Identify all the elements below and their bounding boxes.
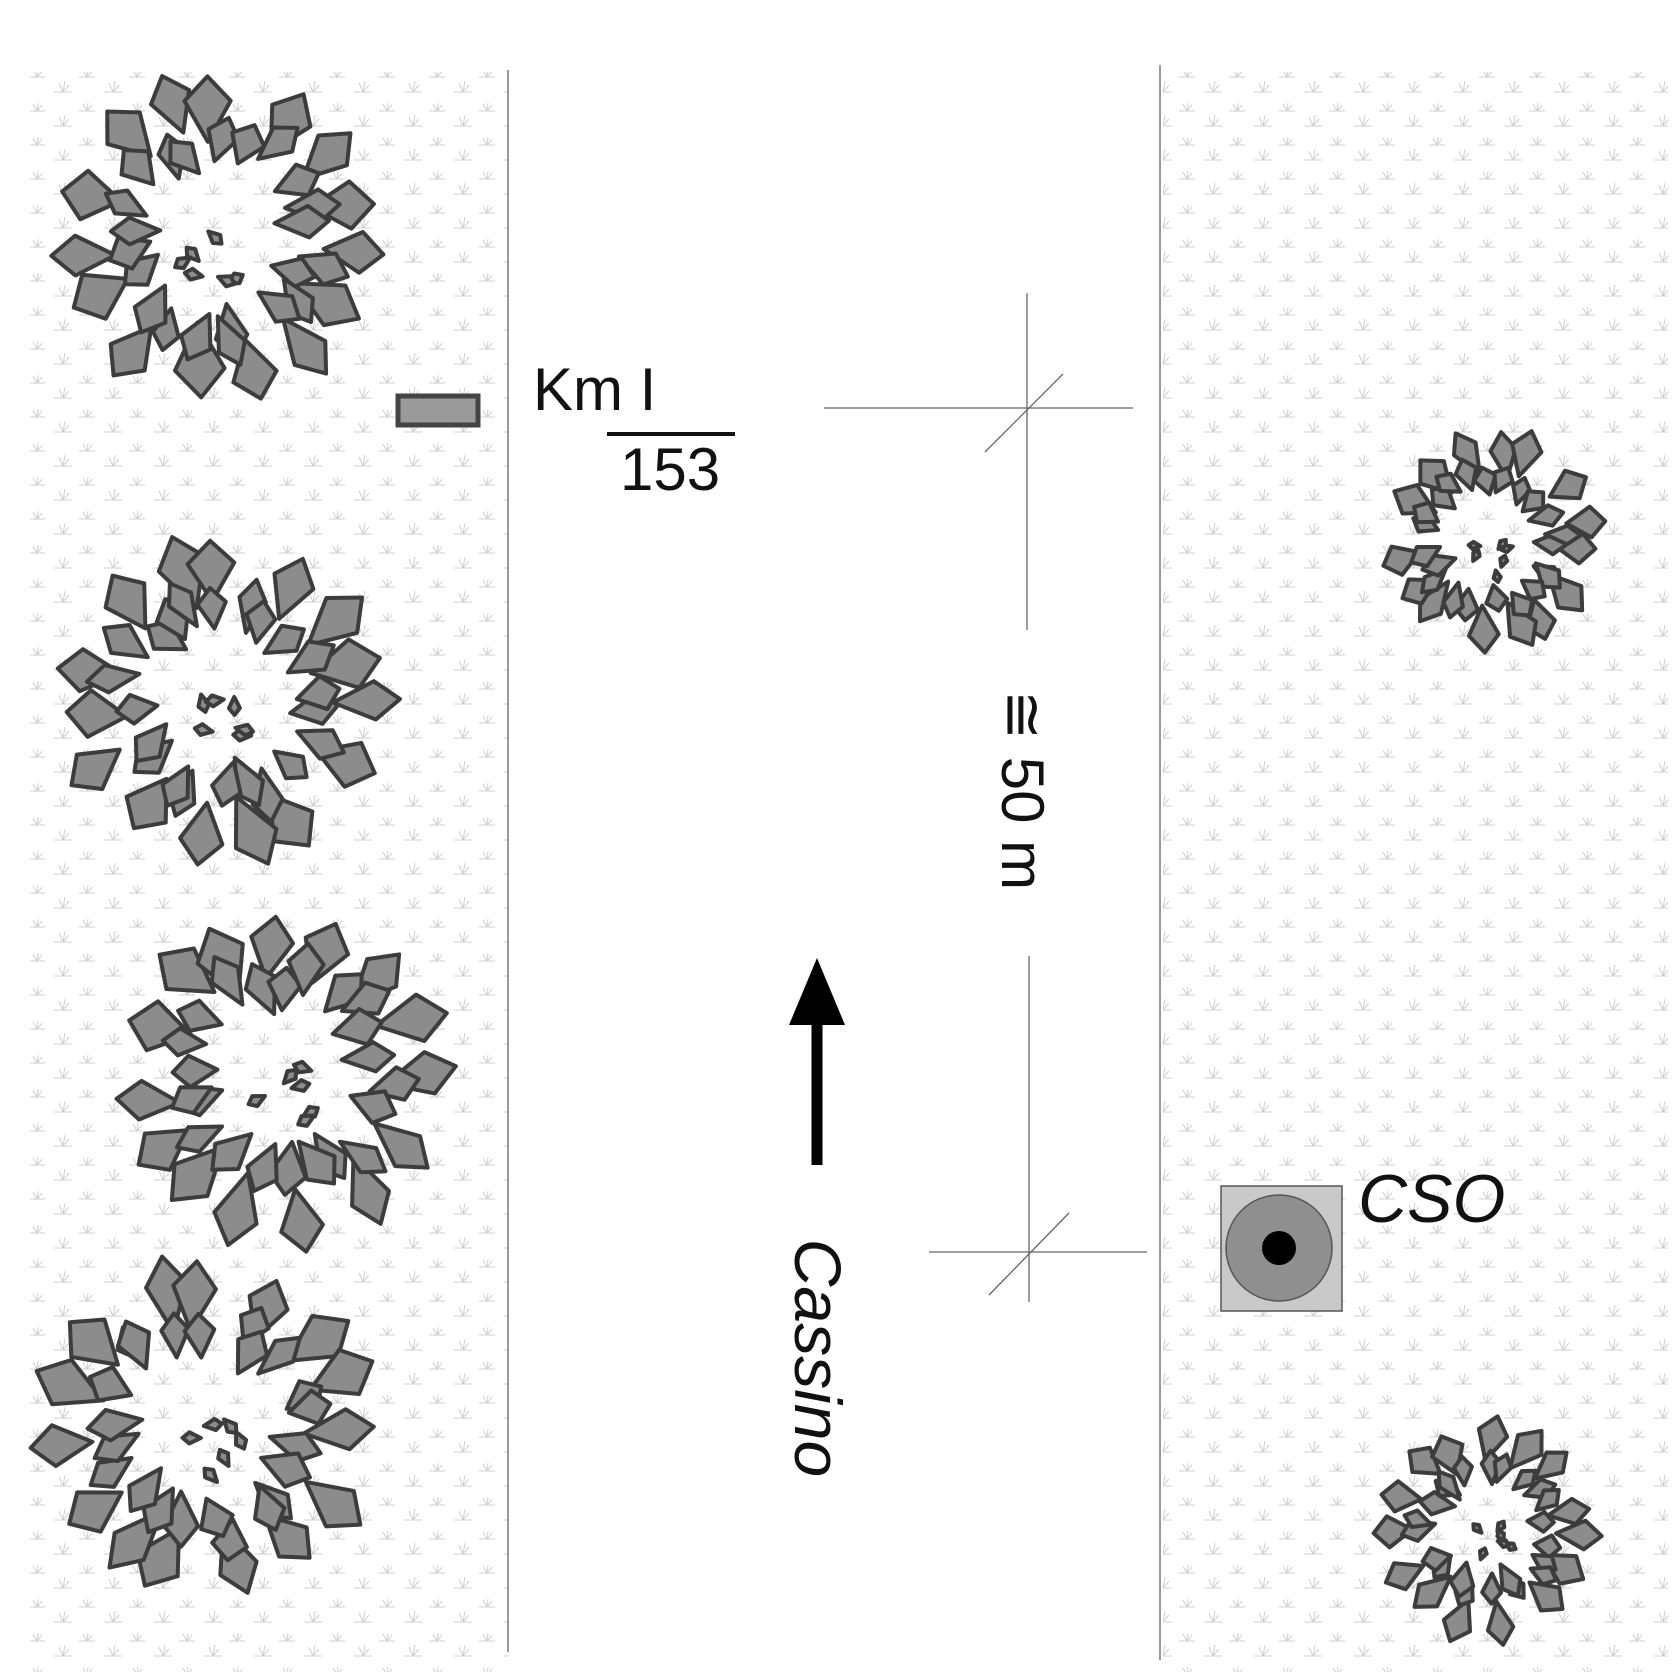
tree-right-2-icon [1371,1414,1604,1647]
direction-label: Cassino [781,1238,855,1478]
km-marker-prefix: Km I [533,356,657,423]
left-verge [30,72,508,1672]
cso-station-icon [1220,1185,1343,1312]
tree-right-1-icon [1381,429,1608,655]
km-marker-number: 153 [620,436,721,503]
distance-dimension [824,293,1147,1302]
tree-left-2-icon [55,535,402,867]
dimension-tick-top [984,373,1064,453]
direction-arrow [789,958,845,1165]
tree-left-3-icon [114,914,458,1254]
tree-left-4-icon [28,1254,376,1595]
km-marker-stone [395,393,481,428]
tree-left-1-icon [49,74,386,401]
dimension-tick-bottom [988,1212,1070,1296]
cso-label: CSO [1358,1161,1506,1237]
right-verge [1163,72,1668,1672]
distance-label: ≅ 50 m [989,689,1056,891]
